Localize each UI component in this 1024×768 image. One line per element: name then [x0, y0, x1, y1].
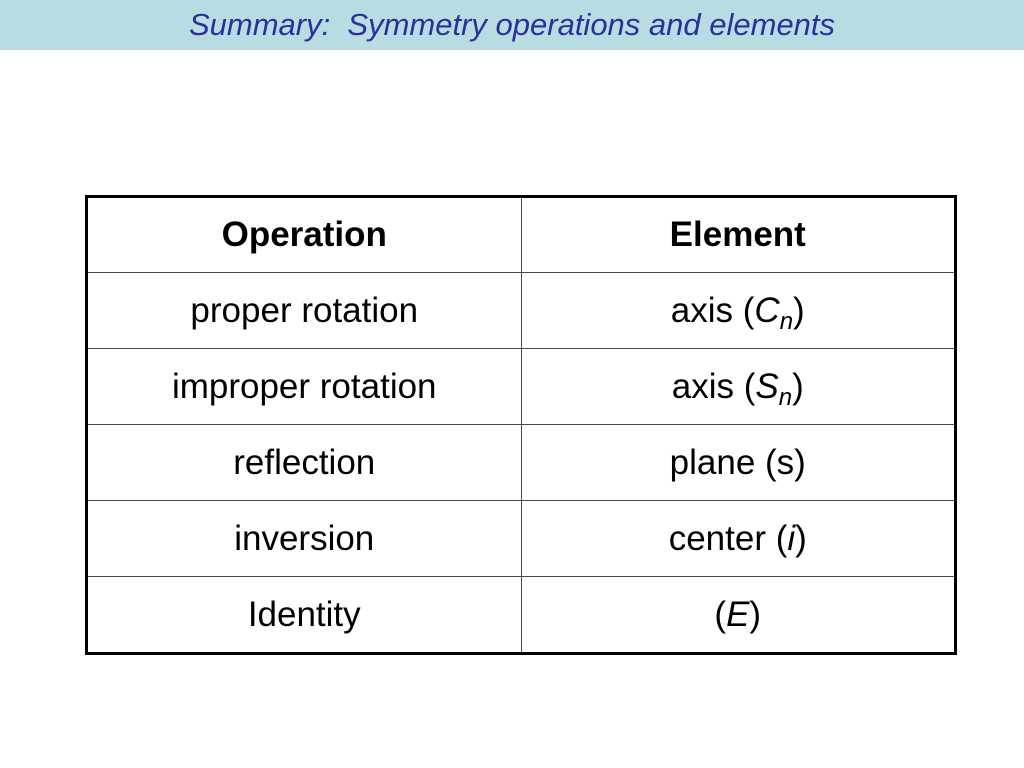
element-prefix: axis ( [670, 290, 755, 330]
element-suffix: ) [792, 366, 804, 406]
column-header-element: Element [520, 196, 956, 273]
element-symbol: E [726, 594, 750, 634]
element-cell: center (i) [520, 500, 956, 577]
table-row: Identity (E) [86, 576, 956, 654]
table-header-row: Operation Element [86, 196, 956, 273]
element-prefix: plane (s) [669, 442, 806, 482]
element-suffix: ) [795, 518, 807, 558]
element-symbol: S [755, 366, 779, 406]
element-prefix: center ( [668, 518, 788, 558]
element-prefix: axis ( [671, 366, 756, 406]
element-cell: axis (Sn) [520, 348, 956, 425]
element-suffix: ) [793, 290, 805, 330]
table-row: inversion center (i) [86, 500, 956, 577]
table-row: reflection plane (s) [86, 424, 956, 501]
element-cell: plane (s) [520, 424, 956, 501]
element-suffix: ) [749, 594, 762, 634]
title-bar: Summary: Symmetry operations and element… [0, 0, 1024, 50]
element-symbol: i [787, 518, 796, 558]
operation-cell: improper rotation [86, 348, 522, 425]
element-cell: axis (Cn) [520, 272, 956, 349]
element-prefix: ( [714, 594, 727, 634]
element-subscript: n [778, 383, 793, 411]
symmetry-table: Operation Element proper rotation axis (… [85, 195, 957, 655]
element-subscript: n [779, 307, 794, 335]
operation-cell: proper rotation [86, 272, 522, 349]
table-row: improper rotation axis (Sn) [86, 348, 956, 425]
operation-cell: reflection [86, 424, 522, 501]
operation-cell: Identity [86, 576, 522, 654]
column-header-operation: Operation [86, 196, 522, 273]
element-cell: (E) [520, 576, 956, 654]
element-symbol: C [754, 290, 780, 330]
operation-cell: inversion [86, 500, 522, 577]
slide-title: Summary: Symmetry operations and element… [188, 7, 836, 42]
table-row: proper rotation axis (Cn) [86, 272, 956, 349]
